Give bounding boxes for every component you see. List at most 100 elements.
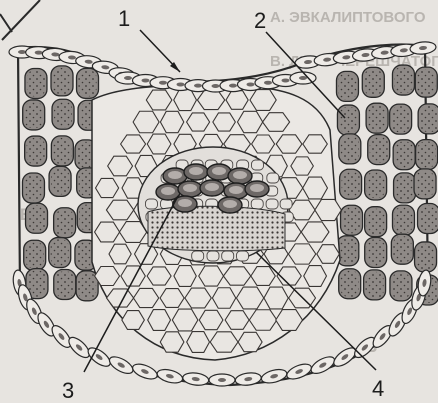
chloroplast-dots — [79, 70, 97, 96]
pen-checkmark-short — [0, 14, 12, 32]
xylem-lumen — [223, 200, 237, 208]
label-4: 4 — [372, 376, 384, 401]
chloroplast-dots — [53, 138, 71, 164]
xylem-lumen — [183, 184, 197, 192]
parenchyma-cell — [276, 135, 302, 153]
parenchyma-cell — [95, 266, 120, 285]
chloroplast-dots — [417, 244, 435, 270]
bundle-cell — [192, 251, 204, 261]
pen-checkmark — [2, 0, 40, 40]
chloroplast-dots — [78, 273, 96, 299]
epidermis-nucleus — [282, 78, 290, 82]
bundle-cell — [266, 199, 278, 209]
epidermis-nucleus — [177, 82, 185, 86]
chloroplast-dots — [51, 168, 69, 194]
chloroplast-dots — [343, 207, 361, 233]
chloroplast-dots — [367, 209, 385, 235]
parenchyma-cell — [187, 332, 210, 353]
parenchyma-cell — [174, 89, 197, 110]
bundle-cell — [280, 199, 292, 209]
parenchyma-cell — [95, 222, 120, 242]
label-2: 2 — [254, 8, 266, 33]
parenchyma-cell — [199, 266, 224, 286]
parenchyma-cell — [304, 266, 327, 287]
parenchyma-cell — [225, 311, 249, 330]
chloroplast-dots — [396, 175, 414, 201]
xylem-lumen — [168, 171, 182, 179]
parenchyma-cell — [160, 289, 184, 308]
parenchyma-cell — [174, 266, 196, 287]
bleed-text-row1: А. ЭВКАЛИПТОВОГО — [270, 9, 426, 26]
chloroplast-dots — [51, 240, 69, 266]
xylem-lumen — [212, 167, 226, 175]
parenchyma-cell — [121, 135, 146, 153]
chloroplast-dots — [420, 106, 438, 132]
bundle-cell — [251, 199, 263, 209]
chloroplast-dots — [25, 102, 43, 128]
parenchyma-cell — [147, 267, 171, 285]
parenchyma-cell — [238, 332, 262, 351]
epidermis-nucleus — [124, 76, 132, 80]
chloroplast-dots — [393, 236, 411, 262]
chloroplast-dots — [28, 205, 46, 231]
parenchyma-cell — [160, 332, 184, 352]
chloroplast-dots — [420, 206, 438, 232]
parenchyma-cell — [303, 135, 327, 153]
chloroplast-dots — [342, 171, 360, 197]
parenchyma-cell — [237, 111, 262, 132]
parenchyma-cell — [199, 310, 223, 329]
mesophyll-right — [336, 65, 438, 305]
epidermis-nucleus — [247, 82, 255, 86]
label-1: 1 — [118, 6, 130, 31]
chloroplast-dots — [27, 138, 45, 164]
epidermis-nucleus — [159, 81, 167, 85]
parenchyma-cell — [148, 310, 171, 331]
chloroplast-dots — [418, 142, 436, 168]
chloroplast-dots — [53, 68, 71, 94]
xylem-lumen — [229, 186, 243, 194]
xylem-lumen — [233, 171, 247, 179]
chloroplast-dots — [367, 240, 385, 266]
parenchyma-cell — [212, 288, 235, 309]
chloroplast-dots — [395, 142, 413, 168]
parenchyma-cell — [317, 245, 340, 264]
parenchyma-cell — [146, 90, 172, 110]
chloroplast-dots — [26, 242, 44, 268]
chloroplast-dots — [341, 136, 359, 162]
xylem-lumen — [205, 183, 219, 191]
parenchyma-cell — [160, 111, 183, 132]
chloroplast-dots — [392, 273, 410, 299]
parenchyma-cell — [187, 113, 210, 131]
parenchyma-cell — [133, 288, 158, 307]
bundle-cell — [207, 251, 219, 261]
parenchyma-cell — [109, 244, 131, 264]
parenchyma-cell — [96, 178, 119, 197]
epidermis-nucleus — [299, 76, 307, 80]
chloroplast-dots — [370, 137, 388, 163]
parenchyma-cell — [264, 287, 288, 309]
chloroplast-dots — [417, 69, 435, 95]
bundle-cell — [222, 251, 234, 261]
chloroplast-dots — [54, 101, 72, 127]
epidermis-nucleus — [212, 84, 220, 88]
epidermis-nucleus — [218, 378, 226, 382]
chloroplast-dots — [367, 172, 385, 198]
parenchyma-cell — [251, 267, 275, 286]
parenchyma-cell — [223, 267, 250, 285]
epidermis-nucleus — [194, 84, 202, 88]
chloroplast-dots — [394, 67, 412, 93]
parenchyma-cell — [263, 113, 290, 132]
parenchyma-cell — [108, 156, 133, 176]
chloroplast-dots — [394, 207, 412, 233]
parenchyma-cell — [291, 157, 313, 175]
chloroplast-dots — [56, 272, 74, 298]
chloroplast-dots — [368, 105, 386, 131]
bundle-cell — [267, 173, 279, 183]
chloroplast-dots — [27, 70, 45, 96]
chloroplast-dots — [24, 175, 42, 201]
xylem-lumen — [189, 167, 203, 175]
parenchyma-cell — [121, 266, 145, 286]
bundle-cell — [145, 199, 157, 209]
